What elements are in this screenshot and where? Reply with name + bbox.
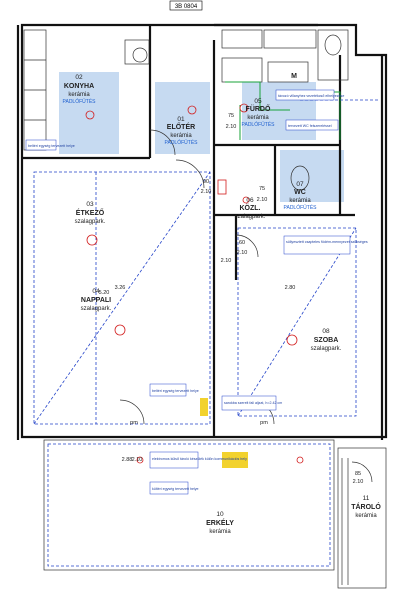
kozl-number: 06 <box>246 197 254 204</box>
note-lamp-3-box: kültéri egység tervezett helye <box>149 481 199 495</box>
room-furdo: 05 FÜRDŐ kerámia PADLÓFŰTÉS <box>242 98 276 128</box>
balcony <box>43 439 387 589</box>
tarolo-number: 11 <box>363 495 370 502</box>
bathroom-fixtures <box>124 29 349 191</box>
wc-name: WC <box>294 189 306 196</box>
furdo-m-label: M <box>291 73 297 80</box>
etkezo-number: 03 <box>86 201 94 208</box>
eloter-heated-area <box>155 82 210 154</box>
konyha-name: KONYHA <box>64 83 94 90</box>
kozl-name: KÖZL. <box>240 203 261 212</box>
room-wc: 07 WC kerámia PADLÓFŰTÉS <box>284 181 318 211</box>
erkely-number: 10 <box>216 511 224 518</box>
note-socket-box: sarokba szerelt fali aljzat, h=2.42 cm <box>221 395 282 411</box>
tarolo-name: TÁROLÓ <box>351 502 381 511</box>
dim-nappali-height: 5.20 <box>99 290 110 296</box>
furdo-heating: PADLÓFŰTÉS <box>242 121 276 128</box>
electric-symbols <box>85 103 304 464</box>
szoba-number: 08 <box>322 328 330 335</box>
room-kozl: 06 KÖZL. szalagpark. <box>235 197 266 220</box>
note-wc-box: tervezett WC felszereléssel <box>285 119 339 131</box>
wc-number: 07 <box>296 181 304 188</box>
etkezo-name: ÉTKEZŐ <box>76 208 105 217</box>
dim-pm-1: pm <box>130 420 138 426</box>
note-balcony-box: elektromos külső tároló készülék külön k… <box>149 451 247 469</box>
eloter-number: 01 <box>177 116 185 123</box>
dim-szoba-side-h: 2.10 <box>221 258 232 264</box>
dim-balcony-door-2: 2.10 <box>132 457 143 463</box>
konyha-number: 02 <box>75 74 83 81</box>
szoba-finish: szalagpark. <box>311 346 342 352</box>
furdo-number: 05 <box>254 98 262 105</box>
wc-finish: kerámia <box>289 198 311 204</box>
note-balcony: elektromos külső tároló készülék külön k… <box>152 457 247 461</box>
dim-balcony-door-1: 2.88 <box>122 457 133 463</box>
dim-tarolo-door-h: 2.10 <box>353 479 364 485</box>
furdo-name: FÜRDŐ <box>246 104 271 113</box>
room-erkely: 10 ERKÉLY kerámia <box>206 511 234 535</box>
highlight-marker-1 <box>200 398 208 416</box>
dim-etkezo-door-w: 90 <box>203 179 209 185</box>
konyha-heating: PADLÓFŰTÉS <box>63 98 97 105</box>
note-wc: tervezett WC felszereléssel <box>288 124 332 128</box>
note-lamp-2: beltéri egység tervezett helye <box>28 144 75 148</box>
dim-etkezo-door-h: 2.10 <box>201 189 212 195</box>
room-tarolo: 11 TÁROLÓ kerámia <box>351 495 381 519</box>
note-lamp-3: kültéri egység tervezett helye <box>152 487 199 491</box>
dim-kozl-door-w: 75 <box>259 186 265 192</box>
sheet-tag-box: 3B 0804 <box>169 0 203 11</box>
note-soffit-box: süllyesztett csapteles födém-mennyezet s… <box>283 235 368 255</box>
erkely-finish: kerámia <box>209 529 231 535</box>
nappali-number: 04 <box>92 288 100 295</box>
dim-kozl-door-h: 2.10 <box>257 197 268 203</box>
internal-walls <box>22 23 355 437</box>
kitchen-counter <box>23 29 47 151</box>
furdo-finish: kerámia <box>247 115 269 121</box>
dim-szoba-width: 2.80 <box>285 285 296 291</box>
room-nappali: 04 NAPPALI szalagpark. <box>81 288 112 312</box>
konyha-finish: kerámia <box>68 92 90 98</box>
eloter-finish: kerámia <box>170 133 192 139</box>
room-etkezo: 03 ÉTKEZŐ szalagpark. <box>75 201 106 225</box>
nappali-finish: szalagpark. <box>81 306 112 312</box>
room-konyha: 02 KONYHA kerámia PADLÓFŰTÉS <box>63 74 97 105</box>
kozl-finish: szalagpark. <box>235 214 266 220</box>
etkezo-finish: szalagpark. <box>75 219 106 225</box>
szoba-name: SZOBA <box>314 337 339 344</box>
note-soffit: süllyesztett csapteles födém-mennyezet s… <box>286 240 368 244</box>
note-lamp-1-box: beltéri egység tervezett helye <box>149 383 199 397</box>
sheet-tag: 3B 0804 <box>175 4 198 10</box>
note-furdo-box: távozó villanyhez vezetékcső elhelyezése <box>275 89 344 101</box>
konyha-heated-area <box>59 72 119 154</box>
wc-heating: PADLÓFŰTÉS <box>284 204 318 211</box>
dim-eloter-door-w: 75 <box>228 113 234 119</box>
dimension-labels: 75 2.10 90 2.10 75 2.10 60 2.10 2.10 2.8… <box>99 73 364 485</box>
tarolo-finish: kerámia <box>355 513 377 519</box>
dim-nappali-side: 3.26 <box>115 285 126 291</box>
eloter-heating: PADLÓFŰTÉS <box>165 139 199 146</box>
highlight-marker-2 <box>222 452 248 468</box>
dim-kozl-door-w2: 60 <box>239 240 245 246</box>
dim-eloter-door-h: 2.10 <box>226 124 237 130</box>
note-lamp-1: beltéri egység tervezett helye <box>152 389 199 393</box>
wc-heated-area <box>280 150 344 202</box>
room-eloter: 01 ELŐTÉR kerámia PADLÓFŰTÉS <box>165 116 199 146</box>
note-lamp-2-box: beltéri egység tervezett helye <box>25 139 75 151</box>
note-furdo: távozó villanyhez vezetékcső elhelyezése <box>278 94 344 98</box>
note-socket: sarokba szerelt fali aljzat, h=2.42 cm <box>224 401 282 405</box>
electric-routes <box>33 99 380 425</box>
room-szoba: 08 SZOBA szalagpark. <box>311 328 342 352</box>
eloter-name: ELŐTÉR <box>167 122 195 131</box>
dim-kozl-door-h2: 2.10 <box>237 250 248 256</box>
nappali-name: NAPPALI <box>81 297 111 304</box>
dim-tarolo-door-w: 85 <box>355 471 361 477</box>
erkely-name: ERKÉLY <box>206 518 234 527</box>
dim-pm-2: pm <box>260 420 268 426</box>
outer-walls <box>16 23 388 440</box>
